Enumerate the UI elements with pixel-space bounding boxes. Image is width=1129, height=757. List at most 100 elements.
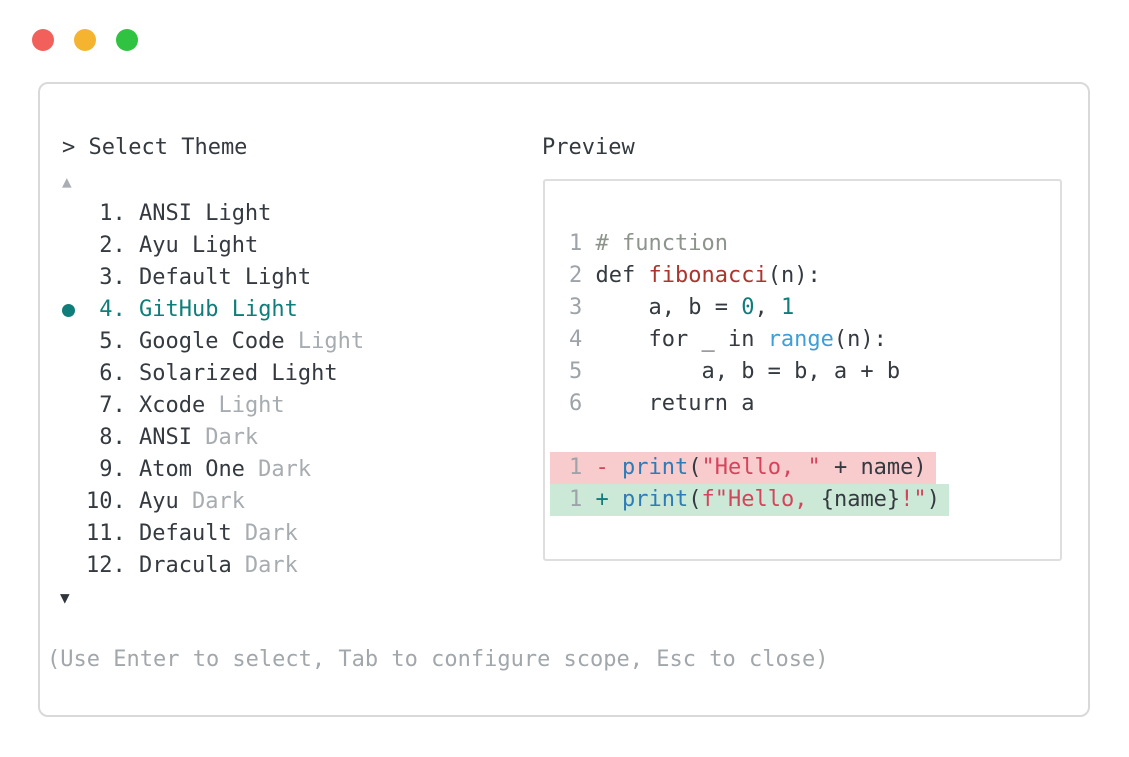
theme-item-variant: Light	[231, 265, 312, 290]
theme-list-item[interactable]: 4.GitHub Light	[62, 294, 364, 326]
theme-item-name: Default	[138, 265, 232, 290]
code-token-string: !"	[900, 487, 927, 512]
theme-list-item[interactable]: 7.Xcode Light	[62, 390, 364, 422]
line-number: 4	[569, 327, 583, 352]
dot-slot	[62, 230, 86, 262]
theme-item-variant: Dark	[178, 489, 245, 514]
line-number: 1	[569, 487, 583, 512]
code-token-text: (	[688, 487, 702, 512]
dot-slot	[62, 518, 86, 550]
selector-title: > Select Theme	[62, 135, 248, 160]
theme-item-number: 8.	[99, 425, 126, 450]
code-token-text: {name}	[820, 487, 901, 512]
theme-item-name: Ayu	[138, 489, 179, 514]
theme-list-item[interactable]: 10.Ayu Dark	[62, 486, 364, 518]
theme-item-name: GitHub	[138, 297, 219, 322]
scroll-down-icon[interactable]: ▼	[60, 588, 70, 607]
line-number: 6	[569, 391, 583, 416]
diff-line-remove: 1 - print("Hello, " + name)	[545, 452, 1060, 484]
selected-dot-icon	[62, 304, 75, 317]
theme-list-item[interactable]: 11. Default Dark	[62, 518, 364, 550]
theme-item-number: 4.	[99, 297, 126, 322]
theme-item-name: ANSI	[138, 425, 192, 450]
theme-item-number: 11.	[86, 521, 126, 546]
code-line: 3 a, b = 0, 1	[545, 292, 1060, 324]
theme-list-item[interactable]: 9.Atom One Dark	[62, 454, 364, 486]
scroll-up-icon[interactable]: ▲	[62, 172, 72, 191]
theme-item-variant: Dark	[244, 457, 312, 482]
theme-item-number: 6.	[99, 361, 126, 386]
code-line: 2 def fibonacci(n):	[545, 260, 1060, 292]
theme-list-item[interactable]: 12. Dracula Dark	[62, 550, 364, 582]
diff-line-highlight: 1 + print(f"Hello, {name}!")	[550, 484, 949, 516]
theme-item-name: Dracula	[138, 553, 232, 578]
theme-item-number: 2.	[99, 233, 126, 258]
diff-line-add: 1 + print(f"Hello, {name}!")	[545, 484, 1060, 516]
theme-item-number: 3.	[99, 265, 126, 290]
theme-item-number: 9.	[99, 457, 126, 482]
code-blank-line	[545, 420, 1060, 452]
theme-item-name: Default	[138, 521, 232, 546]
theme-list-item[interactable]: 8.ANSI Dark	[62, 422, 364, 454]
code-token-number: 1	[780, 295, 795, 320]
theme-item-name: Solarized	[138, 361, 259, 386]
line-number: 1	[569, 231, 583, 256]
theme-item-number: 5.	[99, 329, 126, 354]
code-token-text: + name)	[820, 455, 927, 480]
line-number: 2	[569, 263, 583, 288]
code-token-added-sign: +	[595, 487, 622, 512]
theme-list-item[interactable]: 3. Default Light	[62, 262, 364, 294]
dot-slot	[62, 390, 86, 422]
dot-slot	[62, 198, 86, 230]
theme-item-variant: Light	[258, 361, 338, 386]
code-token-text: for _ in	[595, 327, 768, 352]
code-token-comment: # function	[595, 231, 728, 256]
code-token-string: "Hello, "	[701, 455, 821, 480]
theme-item-name: Google Code	[138, 329, 285, 354]
theme-item-number: 1.	[99, 201, 126, 226]
dot-slot	[62, 422, 86, 454]
code-token-text: a, b =	[595, 295, 742, 320]
line-number: 3	[569, 295, 583, 320]
code-token-builtin: range	[767, 327, 834, 352]
theme-item-variant: Light	[205, 393, 285, 418]
code-token-text: a, b = b, a + b	[595, 359, 901, 384]
code-token-text: return a	[595, 391, 755, 416]
code-line: 4 for _ in range(n):	[545, 324, 1060, 356]
code-token-function: fibonacci	[648, 263, 768, 288]
theme-list-item[interactable]: 2. Ayu Light	[62, 230, 364, 262]
line-number: 1	[569, 455, 583, 480]
dot-slot	[62, 486, 86, 518]
close-button[interactable]	[32, 29, 54, 51]
theme-item-variant: Light	[191, 201, 272, 226]
code-line: 1 # function	[545, 228, 1060, 260]
maximize-button[interactable]	[116, 29, 138, 51]
code-token-removed-sign: -	[595, 455, 622, 480]
code-token-text: (	[688, 455, 702, 480]
code-line: 6 return a	[545, 388, 1060, 420]
theme-item-number: 12.	[86, 553, 126, 578]
theme-list-item[interactable]: 1.ANSI Light	[62, 198, 364, 230]
code-token-text: (n):	[767, 263, 821, 288]
preview-title: Preview	[542, 135, 635, 160]
theme-item-variant: Light	[178, 233, 259, 258]
code-token-number: 0	[741, 295, 755, 320]
theme-item-variant: Dark	[231, 521, 298, 546]
code-token-call: print	[622, 487, 689, 512]
theme-item-variant: Dark	[231, 553, 298, 578]
theme-item-name: Ayu	[138, 233, 179, 258]
code-token-text: ,	[754, 295, 781, 320]
code-token-call: print	[622, 455, 689, 480]
theme-item-number: 7.	[99, 393, 126, 418]
minimize-button[interactable]	[74, 29, 96, 51]
theme-list-item[interactable]: 5. Google Code Light	[62, 326, 364, 358]
theme-item-variant: Light	[284, 329, 365, 354]
code-token-text: )	[926, 487, 940, 512]
theme-list-item[interactable]: 6. Solarized Light	[62, 358, 364, 390]
diff-line-highlight: 1 - print("Hello, " + name)	[550, 452, 936, 484]
dot-slot	[62, 454, 86, 486]
